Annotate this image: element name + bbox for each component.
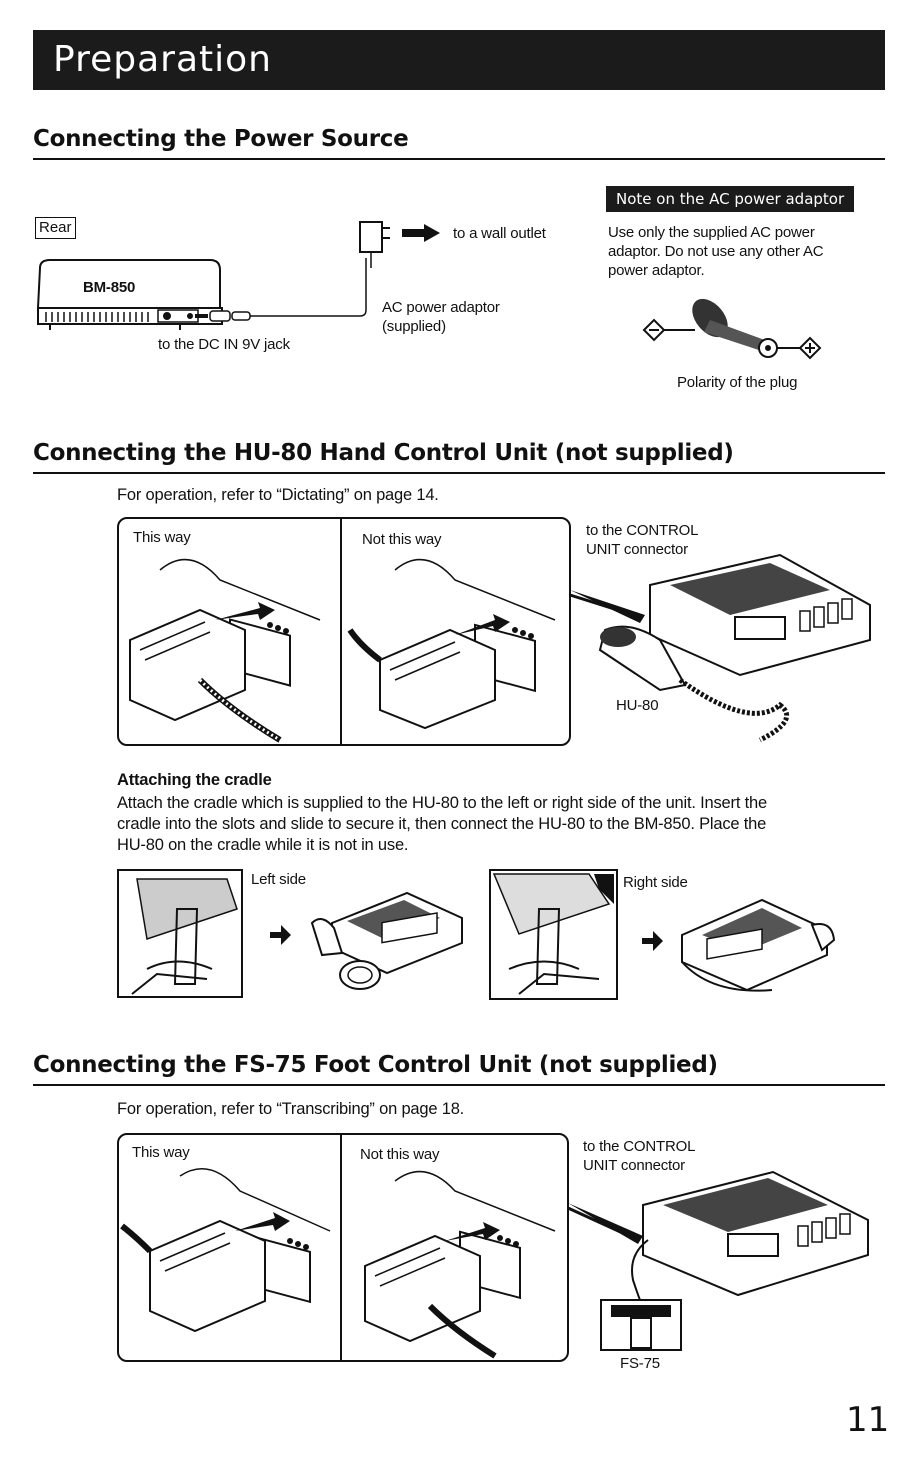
banner-title: Preparation xyxy=(53,39,272,80)
cradle-right-closeup xyxy=(489,869,618,1000)
connector-wrong-illustration xyxy=(347,558,556,730)
fs75-intro: For operation, refer to “Transcribing” o… xyxy=(117,1100,465,1118)
this-way-label: This way xyxy=(133,529,191,546)
note-text-line2: adaptor. Do not use any other AC xyxy=(608,243,824,260)
note-badge: Note on the AC power adaptor xyxy=(606,186,855,212)
connector-correct-illustration xyxy=(120,1168,331,1333)
control-connector-label2: UNIT connector xyxy=(586,541,688,558)
wall-outlet-label: to a wall outlet xyxy=(453,225,546,242)
hu80-unit-illustration xyxy=(569,553,871,743)
unit-with-cradle-right xyxy=(681,898,836,992)
arrow-icon xyxy=(270,925,291,945)
cradle-paragraph: Attach the cradle which is supplied to t… xyxy=(117,793,877,856)
rear-label: Rear xyxy=(35,217,76,239)
connector-correct-illustration xyxy=(129,558,321,743)
control-connector-label1: to the CONTROL xyxy=(583,1138,696,1155)
dc-jack-label: to the DC IN 9V jack xyxy=(158,336,290,353)
cradle-left-closeup xyxy=(117,869,243,998)
section-rule xyxy=(33,1084,885,1086)
adaptor-label-line1: AC power adaptor xyxy=(382,299,500,316)
section-heading-fs75: Connecting the FS-75 Foot Control Unit (… xyxy=(33,1052,718,1078)
frame-divider xyxy=(340,519,342,745)
section-heading-power: Connecting the Power Source xyxy=(33,126,409,152)
unit-with-cradle-left xyxy=(310,891,463,990)
frame-divider xyxy=(340,1135,342,1361)
hu80-intro: For operation, refer to “Dictating” on p… xyxy=(117,486,439,504)
banner: Preparation xyxy=(33,30,885,90)
cradle-line-1: Attach the cradle which is supplied to t… xyxy=(117,794,767,812)
not-this-way-label: Not this way xyxy=(362,531,442,548)
this-way-label: This way xyxy=(132,1144,190,1161)
hu80-device-label: HU-80 xyxy=(616,697,659,714)
note-text-line3: power adaptor. xyxy=(608,262,705,279)
section-heading-hu80: Connecting the HU-80 Hand Control Unit (… xyxy=(33,440,734,466)
right-side-label: Right side xyxy=(623,874,688,891)
cradle-title: Attaching the cradle xyxy=(117,771,272,789)
fs75-device-label: FS-75 xyxy=(620,1355,660,1372)
arrow-icon xyxy=(642,931,663,951)
connector-wrong-illustration xyxy=(364,1170,556,1359)
plug-polarity-icon xyxy=(642,298,822,360)
section-rule xyxy=(33,158,885,160)
adaptor-label-line2: (supplied) xyxy=(382,318,446,335)
page-number: 11 xyxy=(846,1400,890,1440)
control-connector-label2: UNIT connector xyxy=(583,1157,685,1174)
hu80-connection-frame xyxy=(117,517,571,746)
left-side-label: Left side xyxy=(251,871,306,888)
section-rule xyxy=(33,472,885,474)
not-this-way-label: Not this way xyxy=(360,1146,440,1163)
unit-label: BM-850 xyxy=(83,279,136,296)
note-text-line1: Use only the supplied AC power xyxy=(608,224,815,241)
control-connector-label1: to the CONTROL xyxy=(586,522,699,539)
ac-adaptor-icon xyxy=(359,221,440,268)
cradle-line-2: cradle into the slots and slide to secur… xyxy=(117,815,767,833)
fs75-connection-frame xyxy=(117,1133,569,1362)
bm850-rear-illustration xyxy=(36,258,367,330)
polarity-caption: Polarity of the plug xyxy=(677,374,798,391)
cradle-line-3: HU-80 on the cradle while it is not in u… xyxy=(117,836,409,854)
fs75-unit-illustration xyxy=(567,1170,869,1351)
